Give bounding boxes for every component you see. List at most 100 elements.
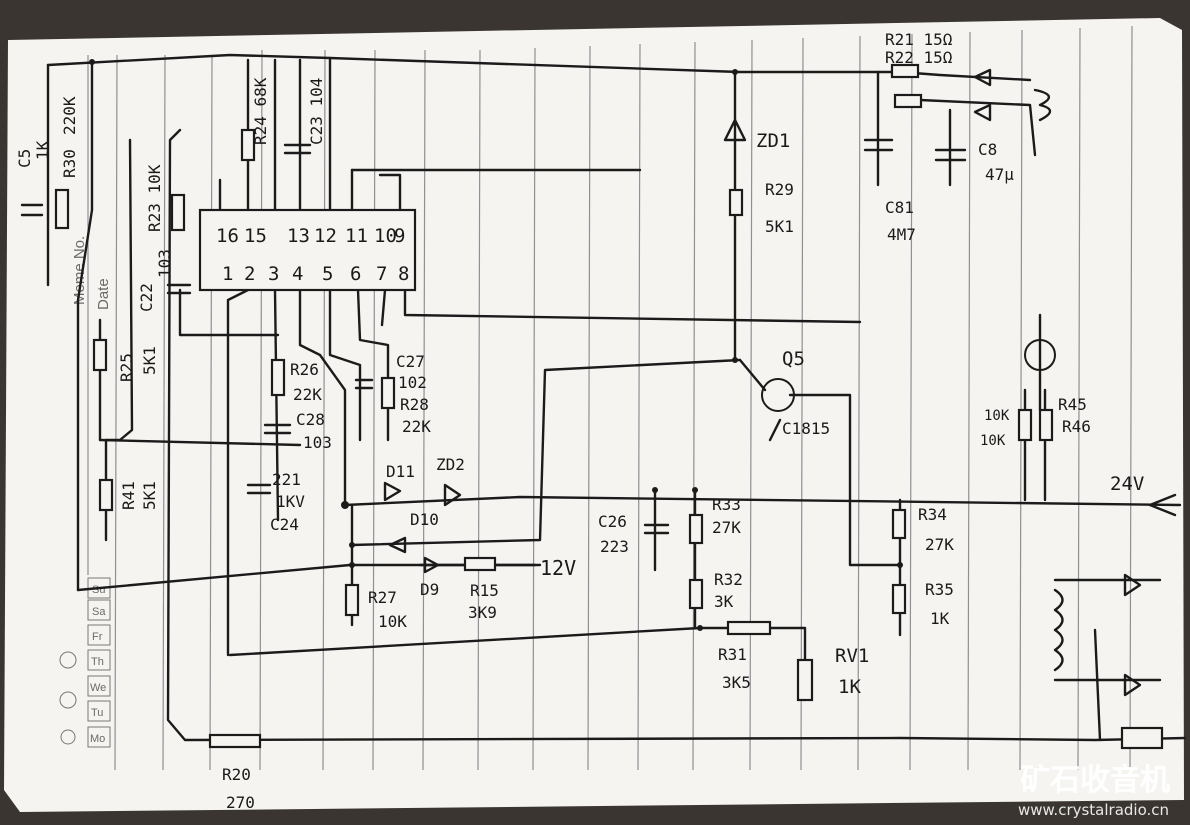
weather-rain-icon [59, 691, 77, 709]
watermark-url: www.crystalradio.cn [1018, 801, 1169, 819]
label-d11: D11 [386, 462, 415, 481]
label-c5-val: 1K [33, 140, 52, 160]
label-c26: C26 [598, 512, 627, 531]
zener-zd1 [723, 118, 747, 142]
relay-coil [1053, 588, 1064, 672]
label-r28-val: 22K [402, 417, 431, 436]
resistor-r45 [1017, 408, 1033, 442]
pin-8: 8 [398, 263, 409, 285]
pin-16: 16 [216, 225, 239, 247]
pin-11: 11 [345, 225, 368, 247]
resistor-r27 [344, 583, 360, 617]
resistor-r24 [240, 128, 256, 162]
label-r25-val: 5K1 [140, 346, 159, 375]
pin-9: 9 [394, 225, 405, 247]
day-tu: Tu [91, 707, 103, 719]
label-r20-val: 270 [226, 793, 255, 812]
label-r35: R35 [925, 580, 954, 599]
label-r29: R29 [765, 180, 794, 199]
diode-bridge-bottom [973, 103, 992, 122]
diode-d11 [383, 481, 402, 502]
label-r30-val: 220K [60, 96, 79, 135]
label-c22: C22 [137, 283, 156, 312]
label-r46: R46 [1062, 417, 1091, 436]
memo-strip: Meme No. Date Su Sa Fr Th We Tu Mo [59, 55, 112, 748]
day-th: Th [91, 656, 104, 668]
transistor-q5 [761, 378, 795, 412]
transformer-coil [1033, 88, 1052, 122]
resistor-r26 [270, 358, 286, 397]
diode-relay-bottom [1123, 673, 1142, 697]
label-zd1: ZD1 [756, 130, 790, 152]
pin-12: 12 [314, 225, 337, 247]
label-r31-val: 3K5 [722, 673, 751, 692]
resistor-r32 [688, 578, 704, 610]
resistor-r33 [688, 513, 704, 545]
label-r25: R25 [117, 353, 136, 382]
label-r34: R34 [918, 505, 947, 524]
resistor-r31 [726, 620, 772, 636]
diode-relay-top [1123, 573, 1142, 597]
label-r22: R22 15Ω [885, 48, 953, 67]
diode-d9 [423, 556, 440, 574]
heater-element [1120, 726, 1164, 750]
day-mo: Mo [90, 733, 105, 745]
ic-chip [198, 208, 417, 292]
day-fr: Fr [92, 631, 103, 643]
resistor-r35 [891, 583, 907, 615]
label-24v: 24V [1110, 473, 1144, 495]
memo-no-label: Meme No. [71, 236, 88, 305]
pin-2: 2 [244, 263, 255, 285]
label-c8: C8 [978, 140, 997, 159]
watermark-title: 矿石收音机 [1020, 763, 1170, 798]
label-rv1-val: 1K [838, 676, 861, 698]
label-12v: 12V [540, 556, 576, 580]
pin-1: 1 [222, 263, 233, 285]
resistor-r28 [380, 376, 396, 410]
label-c27: C27 [396, 352, 425, 371]
label-r41: R41 [119, 481, 138, 510]
label-r27: R27 [368, 588, 397, 607]
label-r41-val: 5K1 [140, 481, 159, 510]
arrow-24v [1148, 493, 1177, 517]
resistor-r23 [170, 193, 186, 232]
resistor-r21 [890, 63, 920, 79]
zener-zd2 [443, 483, 462, 507]
pin-3: 3 [268, 263, 279, 285]
day-we: We [90, 682, 106, 694]
label-c81: C81 [885, 198, 914, 217]
label-r26-val: 22K [293, 385, 322, 404]
label-c28-val: 103 [303, 433, 332, 452]
pin-5: 5 [322, 263, 333, 285]
label-r26: R26 [290, 360, 319, 379]
day-sa: Sa [92, 606, 106, 618]
label-r15-val: 3K9 [468, 603, 497, 622]
day-su: Su [92, 584, 105, 596]
label-c23: C23 104 [307, 78, 326, 145]
label-r46-val: 10K [980, 433, 1006, 449]
label-c8-val: 47μ [985, 165, 1014, 184]
label-r34-val: 27K [925, 535, 954, 554]
resistor-r22 [893, 93, 923, 109]
label-d10: D10 [410, 510, 439, 529]
label-c28: C28 [296, 410, 325, 429]
led-indicator [1024, 339, 1056, 371]
resistor-r29 [728, 188, 744, 217]
label-c24: C24 [270, 515, 299, 534]
label-rv1: RV1 [835, 645, 869, 667]
components [20, 59, 1177, 750]
label-c22-val: 103 [155, 249, 174, 278]
label-c81-val: 4M7 [887, 225, 916, 244]
label-c26-val: 223 [600, 537, 629, 556]
label-r45: R45 [1058, 395, 1087, 414]
label-r15: R15 [470, 581, 499, 600]
label-r21: R21 15Ω [885, 30, 953, 49]
label-r33: R33 [712, 495, 741, 514]
resistor-r25 [92, 338, 108, 372]
site-watermark: 矿石收音机 www.crystalradio.cn [1018, 763, 1170, 819]
weather-cloud-icon [59, 651, 77, 669]
label-c27-val: 102 [398, 373, 427, 392]
label-r27-val: 10K [378, 612, 407, 631]
label-r45-val: 10K [984, 408, 1010, 424]
